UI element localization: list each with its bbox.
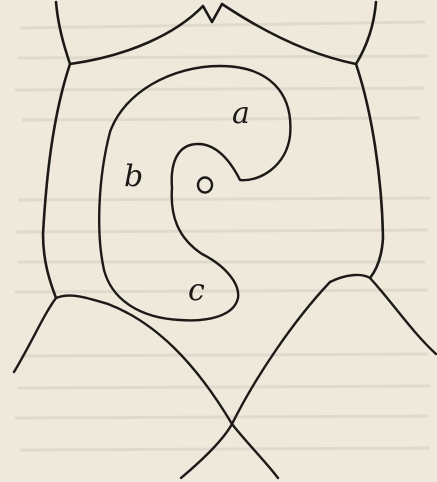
label-b: b bbox=[124, 159, 143, 194]
left-thigh-line bbox=[181, 424, 232, 478]
paper-show-through bbox=[15, 22, 430, 450]
lower-right-contour bbox=[232, 275, 436, 424]
label-c: c bbox=[188, 273, 205, 308]
label-a: a bbox=[232, 96, 250, 131]
torso-right-outline bbox=[356, 2, 383, 278]
umbilicus-circle bbox=[198, 178, 212, 193]
lower-left-contour bbox=[14, 296, 232, 424]
right-thigh-line bbox=[232, 424, 278, 478]
notch-top-line bbox=[70, 4, 356, 64]
torso-left-outline bbox=[43, 2, 70, 298]
